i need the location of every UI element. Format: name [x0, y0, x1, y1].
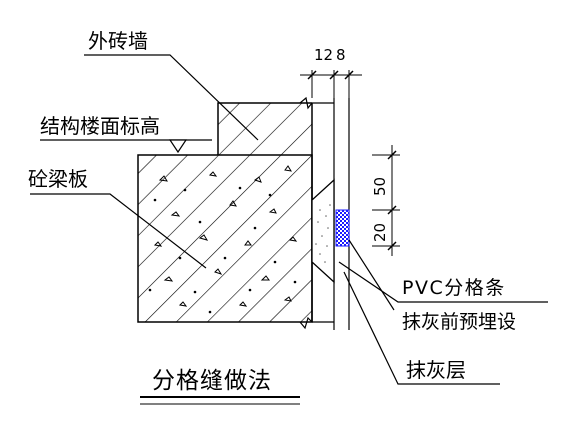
groove-notch	[311, 178, 335, 284]
top-dimension: 12 8	[300, 46, 362, 98]
label-pvc-strip: PVC分格条	[402, 277, 506, 299]
label-floor-level: 结构楼面标高	[40, 114, 160, 138]
leader-lines	[30, 54, 548, 385]
dim-top-2: 8	[336, 46, 346, 64]
floor-level-marker	[40, 139, 212, 154]
brick-wall	[217, 102, 312, 155]
concrete-slab	[137, 154, 313, 323]
dim-right-2: 20	[371, 223, 389, 242]
right-dimension: 50 20	[371, 145, 400, 256]
label-concrete-slab: 砼梁板	[28, 167, 88, 191]
dim-top-1: 12	[314, 46, 333, 64]
concrete-aggregate	[153, 165, 298, 307]
label-plaster-layer: 抹灰层	[406, 358, 466, 382]
drawing-title: 分格缝做法	[140, 368, 300, 405]
pvc-strip	[335, 209, 350, 247]
dim-right-1: 50	[371, 177, 389, 196]
label-exterior-wall: 外砖墙	[88, 29, 148, 53]
title-text: 分格缝做法	[152, 368, 272, 394]
label-pvc-embed: 抹灰前预埋设	[402, 311, 516, 333]
